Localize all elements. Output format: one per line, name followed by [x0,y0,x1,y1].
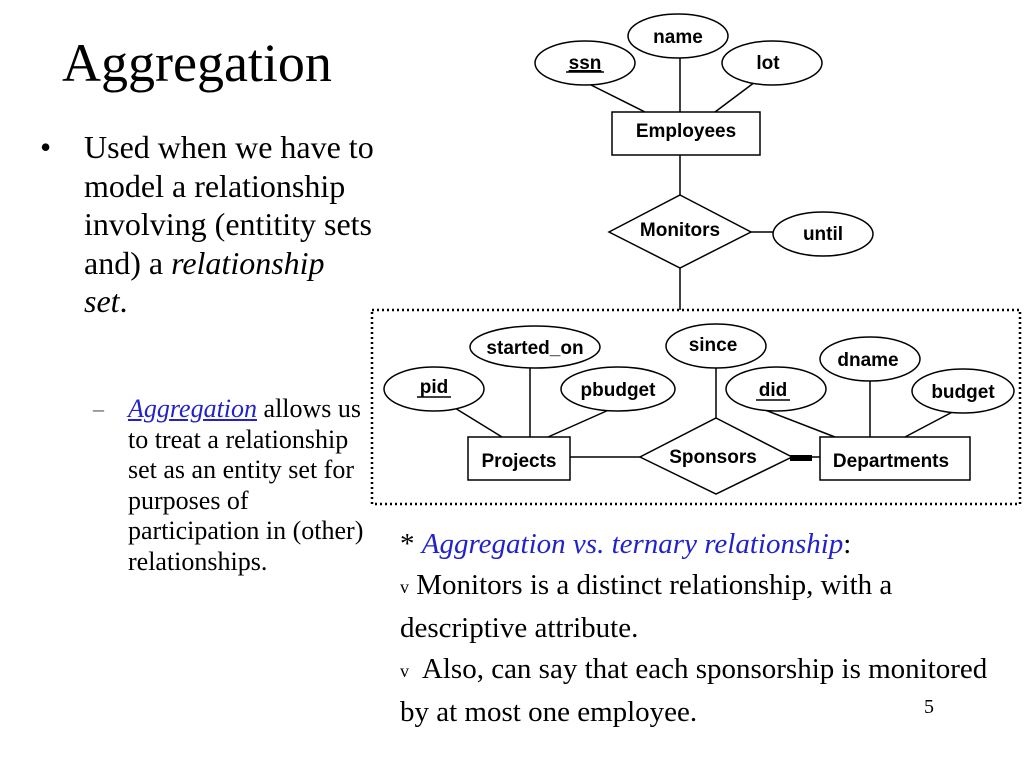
bullet-sub-text: Aggregation allows us to treat a relatio… [128,394,368,577]
attr-budget-label: budget [931,382,995,403]
note-heading: Aggregation vs. ternary relationship [421,528,844,560]
entity-projects-label: Projects [482,451,557,472]
attr-lot: lot [721,40,823,86]
note-colon: : [843,528,852,560]
attr-lot-label: lot [756,53,780,74]
entity-employees-label: Employees [636,121,736,142]
attr-started-on-label: started_on [486,338,583,359]
comparison-note: * Aggregation vs. ternary relationship: … [400,524,1000,733]
rel-monitors: Monitors [607,194,753,269]
attr-name-label: name [653,27,703,48]
note-star: * [400,528,415,560]
note-line-1: v Monitors is a distinct relationship, w… [400,565,1000,649]
connector-lines [449,58,961,458]
attr-ssn-label: ssn [569,53,602,74]
attr-dname-label: dname [837,350,898,371]
entity-departments: Departments [819,436,971,481]
bullet-main-text: Used when we have to model a relationshi… [84,128,374,321]
rel-sponsors-label: Sponsors [669,447,757,468]
note-line-2-text: Also, can say that each sponsorship is m… [400,652,988,728]
attr-started-on: started_on [469,325,601,369]
note-heading-line: * Aggregation vs. ternary relationship: [400,524,1000,565]
rel-monitors-label: Monitors [640,220,720,241]
bullet-main-emphasis: relationship set [84,244,325,320]
attr-since: since [665,323,767,369]
attr-pbudget-label: pbudget [581,380,657,401]
attr-budget: budget [911,368,1015,414]
slide-title: Aggregation [62,33,332,93]
bullet-main-text-a: Used when we have to model a relationshi… [84,129,374,281]
attr-since-label: since [689,335,738,356]
attr-ssn: ssn [534,40,636,86]
aggregation-box [370,308,1022,506]
rel-sponsors: Sponsors [638,417,794,495]
note-line-1-text: Monitors is a distinct relationship, wit… [400,569,893,644]
attr-did-label: did [759,380,788,401]
note-marker-2: v [400,660,409,681]
attr-dname: dname [819,336,921,382]
attr-did: did [725,366,827,412]
attr-until-label: until [803,224,843,245]
attr-pid: pid [383,366,485,412]
attr-pbudget: pbudget [560,366,676,412]
attr-pid-label: pid [420,377,449,398]
attr-until: until [772,211,874,257]
entity-employees: Employees [611,111,761,156]
slide-number: 5 [924,696,934,718]
attr-name: name [627,13,729,59]
bullet-main-text-b: . [119,283,128,319]
entity-projects: Projects [467,436,571,481]
entity-departments-label: Departments [833,451,949,472]
aggregation-link[interactable]: Aggregation [128,394,258,423]
note-marker-1: v [400,576,409,597]
sub-bullet-marker: – [93,396,104,421]
bullet-sub-body: allows us to treat a relationship set as… [128,394,364,576]
note-line-2: v Also, can say that each sponsorship is… [400,649,1000,733]
bullet-marker: • [40,129,52,165]
